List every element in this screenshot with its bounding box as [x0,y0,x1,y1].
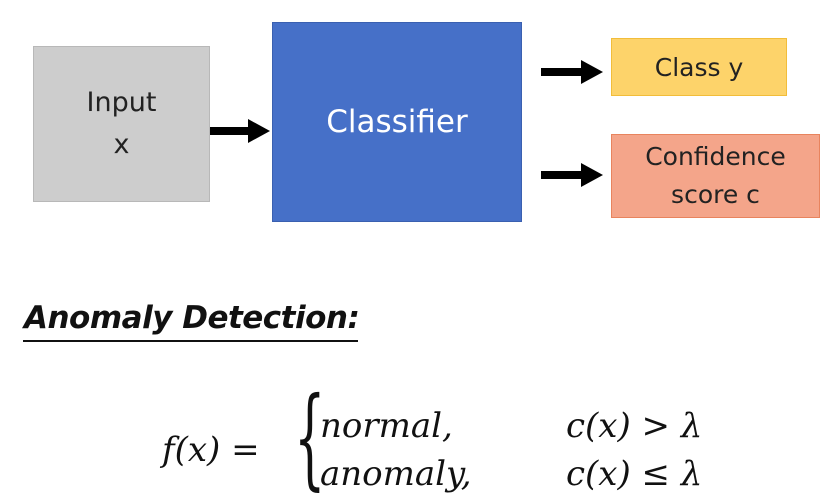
class-output-label: Class y [654,52,744,82]
arrow-to-confidence-output [541,163,603,187]
class-output-node: Class y [611,38,787,96]
confidence-output-node: Confidence score c [611,134,820,218]
formula-case1-condition: c(x) > λ [566,406,703,446]
heading-underline [23,340,358,342]
confidence-output-label: Confidence score c [645,142,786,209]
formula-brace: { [294,373,326,501]
arrow-to-class-output [541,60,603,84]
formula-lhs: f(x) = [162,430,260,470]
formula-case2-value: anomaly, [320,454,472,494]
classifier-node: Classifier [272,22,522,222]
formula-case2-condition: c(x) ≤ λ [566,454,703,494]
input-label: Input x [86,87,157,160]
formula-case1-value: normal, [320,406,453,446]
input-node: Input x [33,46,210,202]
classifier-label: Classifier [326,104,468,140]
arrow-input-to-classifier [210,119,270,143]
section-heading: Anomaly Detection: [24,300,360,336]
